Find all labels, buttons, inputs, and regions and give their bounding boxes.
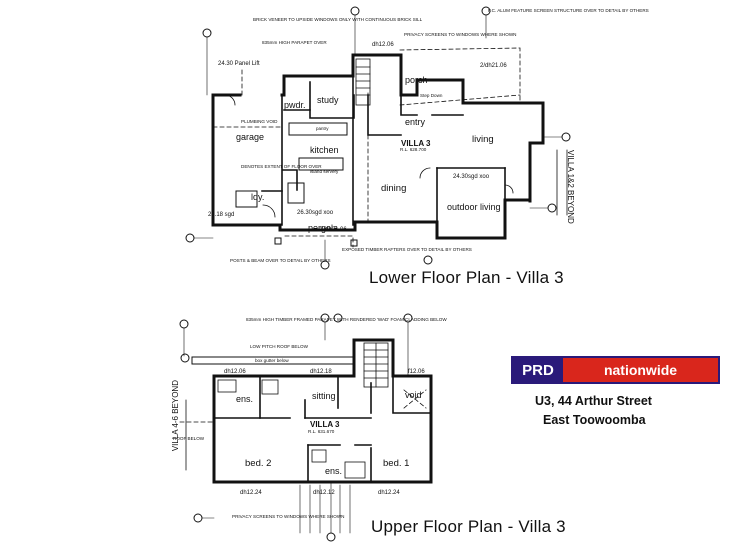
room-ensuite-upper: ens. (236, 394, 253, 404)
note-panel-lift: 24.30 Panel Lift (218, 61, 260, 67)
logo-prd: PRD (513, 358, 563, 382)
note-dh1218: dh12.18 (310, 369, 332, 375)
note-privacy-lower: PRIVACY SCREENS TO WINDOWS WHERE SHOWN (404, 32, 516, 37)
note-dh1224-left: dh12.24 (240, 490, 262, 496)
address-line-1: U3, 44 Arthur Street (535, 394, 652, 408)
lower-floor-labels: garage study pwdr. porch entry kitchen l… (208, 8, 649, 263)
note-timber-rafters: EXPOSED TIMBER RAFTERS OVER TO DETAIL BY… (342, 247, 472, 252)
room-dining: dining (381, 183, 406, 194)
room-ensuite-bed1: ens. (325, 466, 342, 476)
note-island: island servery (310, 169, 339, 174)
room-entry: entry (405, 117, 426, 127)
upper-floor-labels: ens. sitting void VILLA 3 bed. 2 ens. be… (171, 317, 447, 519)
note-fc-feature: F.C. ALUM FEATURE SCREEN STRUCTURE OVER … (488, 8, 649, 13)
room-kitchen: kitchen (310, 145, 339, 155)
room-sitting: sitting (312, 391, 336, 401)
prd-nationwide-logo: PRD nationwide (511, 356, 720, 384)
lower-plan-title: Lower Floor Plan - Villa 3 (369, 268, 564, 287)
note-step-down: Step Down (420, 93, 443, 98)
note-rl-upper: R.L. 631.670 (308, 429, 335, 434)
note-parapet: 835mm HIGH PARAPET OVER (262, 40, 327, 45)
room-pergola: pergola (308, 223, 338, 233)
note-sgd-2118: 21.18 sgd (208, 212, 234, 218)
note-plumbing-void: PLUMBING VOID (241, 119, 278, 124)
lower-floor-plan (185, 6, 571, 270)
note-posts-beam: POSTS & BEAM OVER TO DETAIL BY OTHERS (230, 258, 331, 263)
note-villa-12-beyond: VILLA 1&2 BEYOND (566, 150, 575, 224)
note-villa-46-beyond: VILLA 4-6 BEYOND (171, 380, 180, 451)
note-parapet-upper: 835mm HIGH TIMBER FRAMED PARAPET WITH RE… (246, 317, 447, 322)
note-dh1206-lower: dh12.06 (372, 42, 394, 48)
note-box-gutter: box gutter below (255, 358, 289, 363)
note-rl-lower: R.L. 628.700 (400, 147, 427, 152)
villa-label-lower: VILLA 3 (401, 139, 431, 148)
logo-nationwide: nationwide (563, 358, 718, 382)
room-living: living (472, 134, 494, 145)
room-void: void (405, 390, 422, 400)
note-dh2106-porch: 2/dh21.06 (480, 63, 507, 69)
room-bed-1: bed. 1 (383, 458, 409, 469)
note-sgd-2630: 26.30sgd xoo (297, 210, 334, 216)
note-dh1224-right: dh12.24 (378, 490, 400, 496)
note-dh2106: 3/dh21.06 (320, 227, 347, 233)
address-line-2: East Toowoomba (543, 413, 646, 427)
note-dh1206-upper: dh12.06 (224, 369, 246, 375)
note-roof-below: ROOF BELOW (173, 436, 205, 441)
upper-plan-title: Upper Floor Plan - Villa 3 (371, 517, 566, 536)
villa-label-upper: VILLA 3 (310, 420, 340, 429)
room-pantry: pantry (316, 126, 329, 131)
note-sgd-2430: 24.30sgd xoo (453, 174, 490, 180)
note-dh1212: dh12.12 (313, 490, 335, 496)
room-study: study (317, 95, 339, 105)
note-floor-extent: DENOTES EXTENT OF FLOOR OVER (241, 164, 322, 169)
note-brick-veneer: BRICK VENEER TO UPSIDE WINDOWS ONLY WITH… (253, 17, 423, 22)
room-porch: porch (405, 75, 428, 85)
room-garage: garage (236, 132, 264, 142)
note-privacy-upper: PRIVACY SCREENS TO WINDOWS WHERE SHOWN (232, 514, 344, 519)
room-outdoor-living: outdoor living (447, 202, 501, 212)
upper-floor-plan (179, 313, 433, 542)
room-laundry: ldy. (251, 192, 264, 202)
room-powder: pwdr. (284, 100, 306, 110)
note-f1206: f12.06 (408, 369, 425, 375)
room-bed-2: bed. 2 (245, 458, 271, 469)
note-low-pitch: LOW PITCH ROOF BELOW (250, 344, 309, 349)
